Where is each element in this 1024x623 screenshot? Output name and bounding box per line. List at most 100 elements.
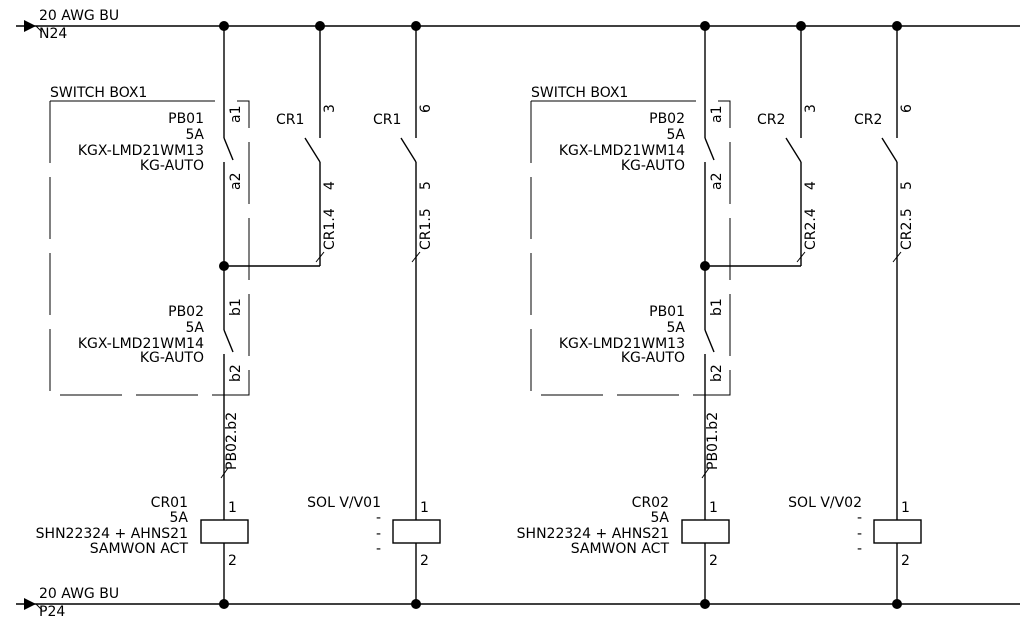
top-net-tick [35, 25, 43, 33]
sol-name: SOL V/V01 [307, 495, 381, 511]
junction-dot [700, 599, 710, 609]
hold-wire-tick [796, 251, 806, 263]
hold-contact-terminal-bottom: 4 [322, 181, 338, 190]
pb-b-part: KGX-LMD21WM14 [78, 336, 204, 352]
sol-name: SOL V/V02 [788, 495, 862, 511]
sol-line-4: - [857, 541, 862, 557]
relay-coil [200, 519, 249, 544]
pb-b-rating: 5A [186, 320, 205, 336]
junction-dot [219, 599, 229, 609]
junction-dot [700, 21, 710, 31]
series-wire-label: PB02.b2 [224, 412, 240, 470]
pb-a-name: PB02 [649, 111, 685, 127]
sol-line-2: - [376, 510, 381, 526]
sol-terminal-bottom: 2 [420, 553, 429, 569]
solenoid-valve [873, 519, 922, 544]
hold-wire-tick [315, 251, 325, 263]
hold-contact-name: CR1 [276, 112, 304, 128]
pb-b-contact [223, 329, 234, 353]
bottom-net-tick [35, 603, 43, 611]
sol-line-4: - [376, 541, 381, 557]
hold-contact-blade [785, 137, 802, 163]
pb-b-name: PB01 [649, 304, 685, 320]
pb-b-terminal-top: b1 [228, 298, 244, 316]
switch-box-outline [530, 100, 731, 396]
top-net-label: N24 [39, 26, 67, 42]
hold-wire-label: CR1.4 [322, 208, 338, 250]
junction-dot [700, 261, 710, 271]
sol-contact-terminal-top: 6 [899, 104, 915, 113]
sol-line-3: - [857, 526, 862, 542]
pb-a-rating: 5A [186, 127, 205, 143]
pb-a-rating: 5A [667, 127, 686, 143]
coil-terminal-top: 1 [709, 500, 718, 516]
sol-terminal-top: 1 [901, 500, 910, 516]
top-wire-label: 20 AWG BU [39, 8, 119, 24]
sol-wire-tick [411, 251, 421, 263]
top-rail-arrow-icon [24, 20, 36, 32]
sol-contact-terminal-bottom: 5 [418, 181, 434, 190]
sol-contact-blade [400, 137, 417, 163]
junction-dot [315, 21, 325, 31]
pb-a-part: KGX-LMD21WM14 [559, 143, 685, 159]
hold-contact-name: CR2 [757, 112, 785, 128]
hold-contact-terminal-top: 3 [322, 104, 338, 113]
switch-box-label: SWITCH BOX1 [531, 85, 628, 101]
sol-terminal-bottom: 2 [901, 553, 910, 569]
junction-dot [796, 21, 806, 31]
coil-terminal-bottom: 2 [228, 553, 237, 569]
junction-dot [219, 261, 229, 271]
pb-a-terminal-top: a1 [228, 106, 244, 124]
coil-brand: SAMWON ACT [571, 541, 670, 557]
hold-contact-blade [304, 137, 321, 163]
switch-box-label: SWITCH BOX1 [50, 85, 147, 101]
sol-contact-terminal-top: 6 [418, 104, 434, 113]
sol-line-3: - [376, 526, 381, 542]
series-wire-tick [701, 467, 710, 479]
sol-line-2: - [857, 510, 862, 526]
sol-wire-label: CR1.5 [418, 208, 434, 250]
bottom-rail-arrow-icon [24, 598, 36, 610]
coil-name: CR02 [632, 495, 669, 511]
coil-terminal-top: 1 [228, 500, 237, 516]
pb-b-terminal-bottom: b2 [228, 364, 244, 382]
sol-contact-terminal-bottom: 5 [899, 181, 915, 190]
hold-contact-terminal-bottom: 4 [803, 181, 819, 190]
junction-dot [411, 599, 421, 609]
pb-b-terminal-bottom: b2 [709, 364, 725, 382]
series-wire-tick [220, 467, 229, 479]
sol-wire-tick [892, 251, 902, 263]
pb-b-name: PB02 [168, 304, 204, 320]
hold-contact-terminal-top: 3 [803, 104, 819, 113]
sol-terminal-top: 1 [420, 500, 429, 516]
junction-dot [411, 21, 421, 31]
hold-wire-label: CR2.4 [803, 208, 819, 250]
junction-dot [892, 21, 902, 31]
pb-a-terminal-bottom: a2 [228, 173, 244, 191]
junction-dot [892, 599, 902, 609]
sol-wire-label: CR2.5 [899, 208, 915, 250]
pb-b-contact [704, 329, 715, 353]
series-wire-label: PB01.b2 [705, 412, 721, 470]
pb-a-brand: KG-AUTO [621, 158, 685, 174]
coil-rating: 5A [170, 510, 189, 526]
pb-a-name: PB01 [168, 111, 204, 127]
pb-a-contact [223, 137, 234, 161]
coil-rating: 5A [651, 510, 670, 526]
pb-a-brand: KG-AUTO [140, 158, 204, 174]
coil-brand: SAMWON ACT [90, 541, 189, 557]
pb-a-contact [704, 137, 715, 161]
junction-dot [219, 21, 229, 31]
solenoid-valve [392, 519, 441, 544]
switch-box-outline [49, 100, 250, 396]
coil-part: SHN22324 + AHNS21 [36, 526, 188, 542]
pb-b-rating: 5A [667, 320, 686, 336]
relay-coil [681, 519, 730, 544]
pb-a-terminal-bottom: a2 [709, 173, 725, 191]
sol-contact-name: CR1 [373, 112, 401, 128]
bottom-net-label: P24 [39, 604, 65, 620]
bottom-wire-label: 20 AWG BU [39, 586, 119, 602]
pb-b-brand: KG-AUTO [140, 350, 204, 366]
